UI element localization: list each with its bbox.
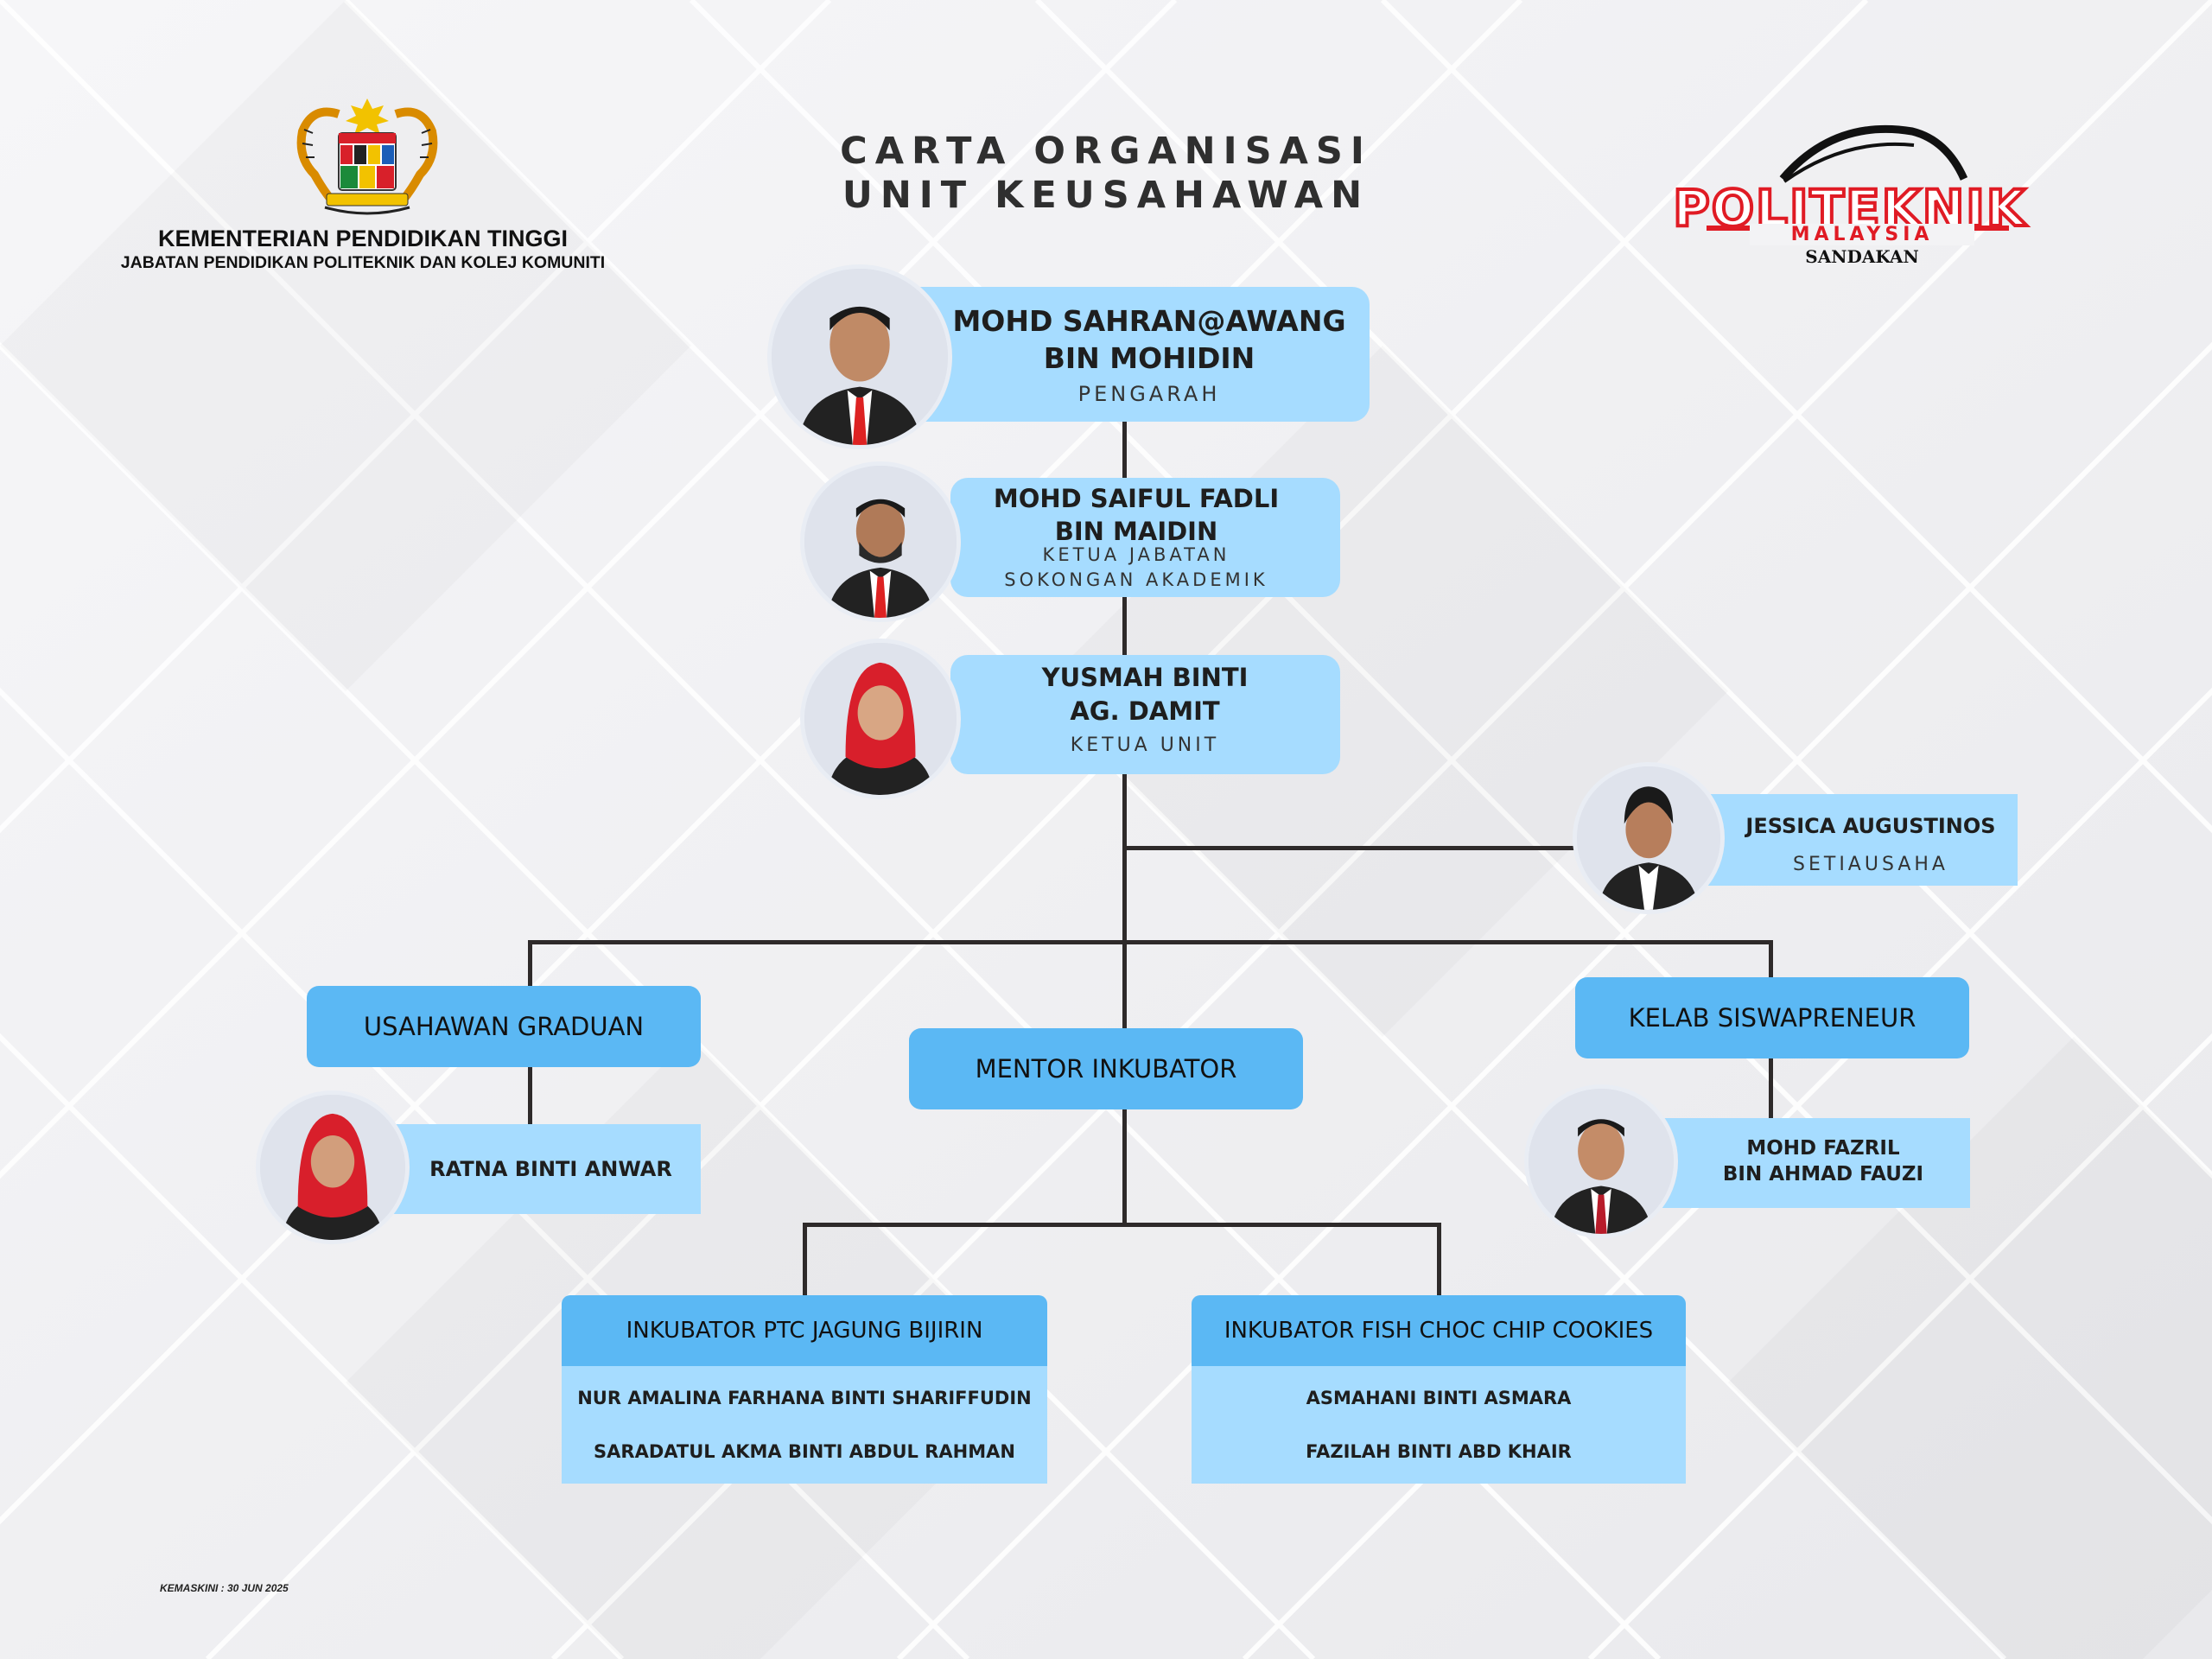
head-unit-name-line2: AG. DAMIT <box>1070 696 1220 726</box>
incubator-1-members: NUR AMALINA FARHANA BINTI SHARIFFUDIN SA… <box>562 1366 1047 1484</box>
incubator-2-member: ASMAHANI BINTI ASMARA <box>1306 1388 1572 1408</box>
secretary-name: JESSICA AUGUSTINOS <box>1745 814 1996 838</box>
secretary-photo <box>1573 762 1725 914</box>
director-photo <box>767 264 952 449</box>
graduate-member-name: RATNA BINTI ANWAR <box>429 1157 672 1181</box>
connector-club-member <box>1769 1058 1773 1119</box>
connector-graduate-drop <box>528 940 532 988</box>
head-dept-name-line2: BIN MAIDIN <box>1054 517 1218 546</box>
connector-graduate-member <box>528 1067 532 1128</box>
last-updated: KEMASKINI : 30 JUN 2025 <box>160 1582 289 1594</box>
logo-country: MALAYSIA <box>1750 224 1974 245</box>
connector-secretary <box>1122 846 1576 850</box>
club-member-card <box>1650 1118 1970 1208</box>
head-dept-role-line1: KETUA JABATAN <box>1042 544 1230 565</box>
incubator-2-members: ASMAHANI BINTI ASMARA FAZILAH BINTI ABD … <box>1192 1366 1686 1484</box>
head-unit-photo <box>800 639 961 799</box>
connector-incubator-horizontal <box>803 1223 1441 1227</box>
graduate-member-card <box>385 1124 701 1214</box>
person-avatar-icon <box>1577 766 1720 910</box>
director-name-line1: MOHD SAHRAN@AWANG <box>952 304 1346 338</box>
person-avatar-icon <box>1529 1089 1674 1234</box>
person-avatar-icon <box>260 1095 405 1240</box>
person-avatar-icon <box>772 269 948 445</box>
club-member-name-line1: MOHD FAZRIL <box>1746 1137 1900 1160</box>
connector-main-vertical <box>1122 415 1127 1223</box>
club-member-photo <box>1524 1084 1678 1238</box>
head-unit-role: KETUA UNIT <box>1070 734 1220 756</box>
logo-campus: SANDAKAN <box>1805 246 1919 267</box>
chart-title: CARTA ORGANISASI <box>840 130 1372 173</box>
unit-mentor-header: MENTOR INKUBATOR <box>909 1028 1303 1109</box>
person-avatar-icon <box>804 466 957 618</box>
logo-swoosh-icon <box>1779 124 1968 183</box>
head-unit-card <box>950 655 1340 774</box>
connector-top-horizontal <box>528 940 1773 944</box>
incubator-2-header: INKUBATOR FISH CHOC CHIP COOKIES <box>1192 1295 1686 1366</box>
director-name-line2: BIN MOHIDIN <box>1043 341 1255 375</box>
person-avatar-icon <box>804 643 957 795</box>
graduate-member-photo <box>256 1090 410 1244</box>
head-unit-name-line1: YUSMAH BINTI <box>1041 663 1249 692</box>
chart-subtitle: UNIT KEUSAHAWAN <box>842 174 1370 217</box>
incubator-2-member: FAZILAH BINTI ABD KHAIR <box>1306 1441 1572 1462</box>
secretary-card <box>1694 794 2018 886</box>
unit-graduate-header: USAHAWAN GRADUAN <box>307 986 701 1067</box>
malaysia-coat-of-arms-icon <box>296 99 438 215</box>
head-dept-name-line1: MOHD SAIFUL FADLI <box>993 484 1280 513</box>
secretary-role: SETIAUSAHA <box>1793 854 1948 875</box>
head-dept-photo <box>800 461 961 622</box>
department-name: JABATAN PENDIDIKAN POLITEKNIK DAN KOLEJ … <box>120 253 606 272</box>
politeknik-logo: POLITEKNIK MALAYSIA SANDAKAN <box>1655 117 2044 268</box>
ministry-name: KEMENTERIAN PENDIDIKAN TINGGI <box>157 226 569 251</box>
head-dept-card <box>950 478 1340 597</box>
club-member-name-line2: BIN AHMAD FAUZI <box>1722 1163 1924 1185</box>
connector-incubator-left <box>803 1223 807 1296</box>
connector-club-drop <box>1769 940 1773 979</box>
director-card <box>899 287 1370 422</box>
head-dept-role-line2: SOKONGAN AKADEMIK <box>1004 569 1268 590</box>
unit-club-header: KELAB SISWAPRENEUR <box>1575 977 1969 1058</box>
director-role: PENGARAH <box>1077 382 1221 406</box>
incubator-1-member: SARADATUL AKMA BINTI ABDUL RAHMAN <box>594 1441 1015 1462</box>
incubator-1-header: INKUBATOR PTC JAGUNG BIJIRIN <box>562 1295 1047 1366</box>
incubator-1-member: NUR AMALINA FARHANA BINTI SHARIFFUDIN <box>577 1388 1032 1408</box>
connector-incubator-right <box>1437 1223 1441 1296</box>
